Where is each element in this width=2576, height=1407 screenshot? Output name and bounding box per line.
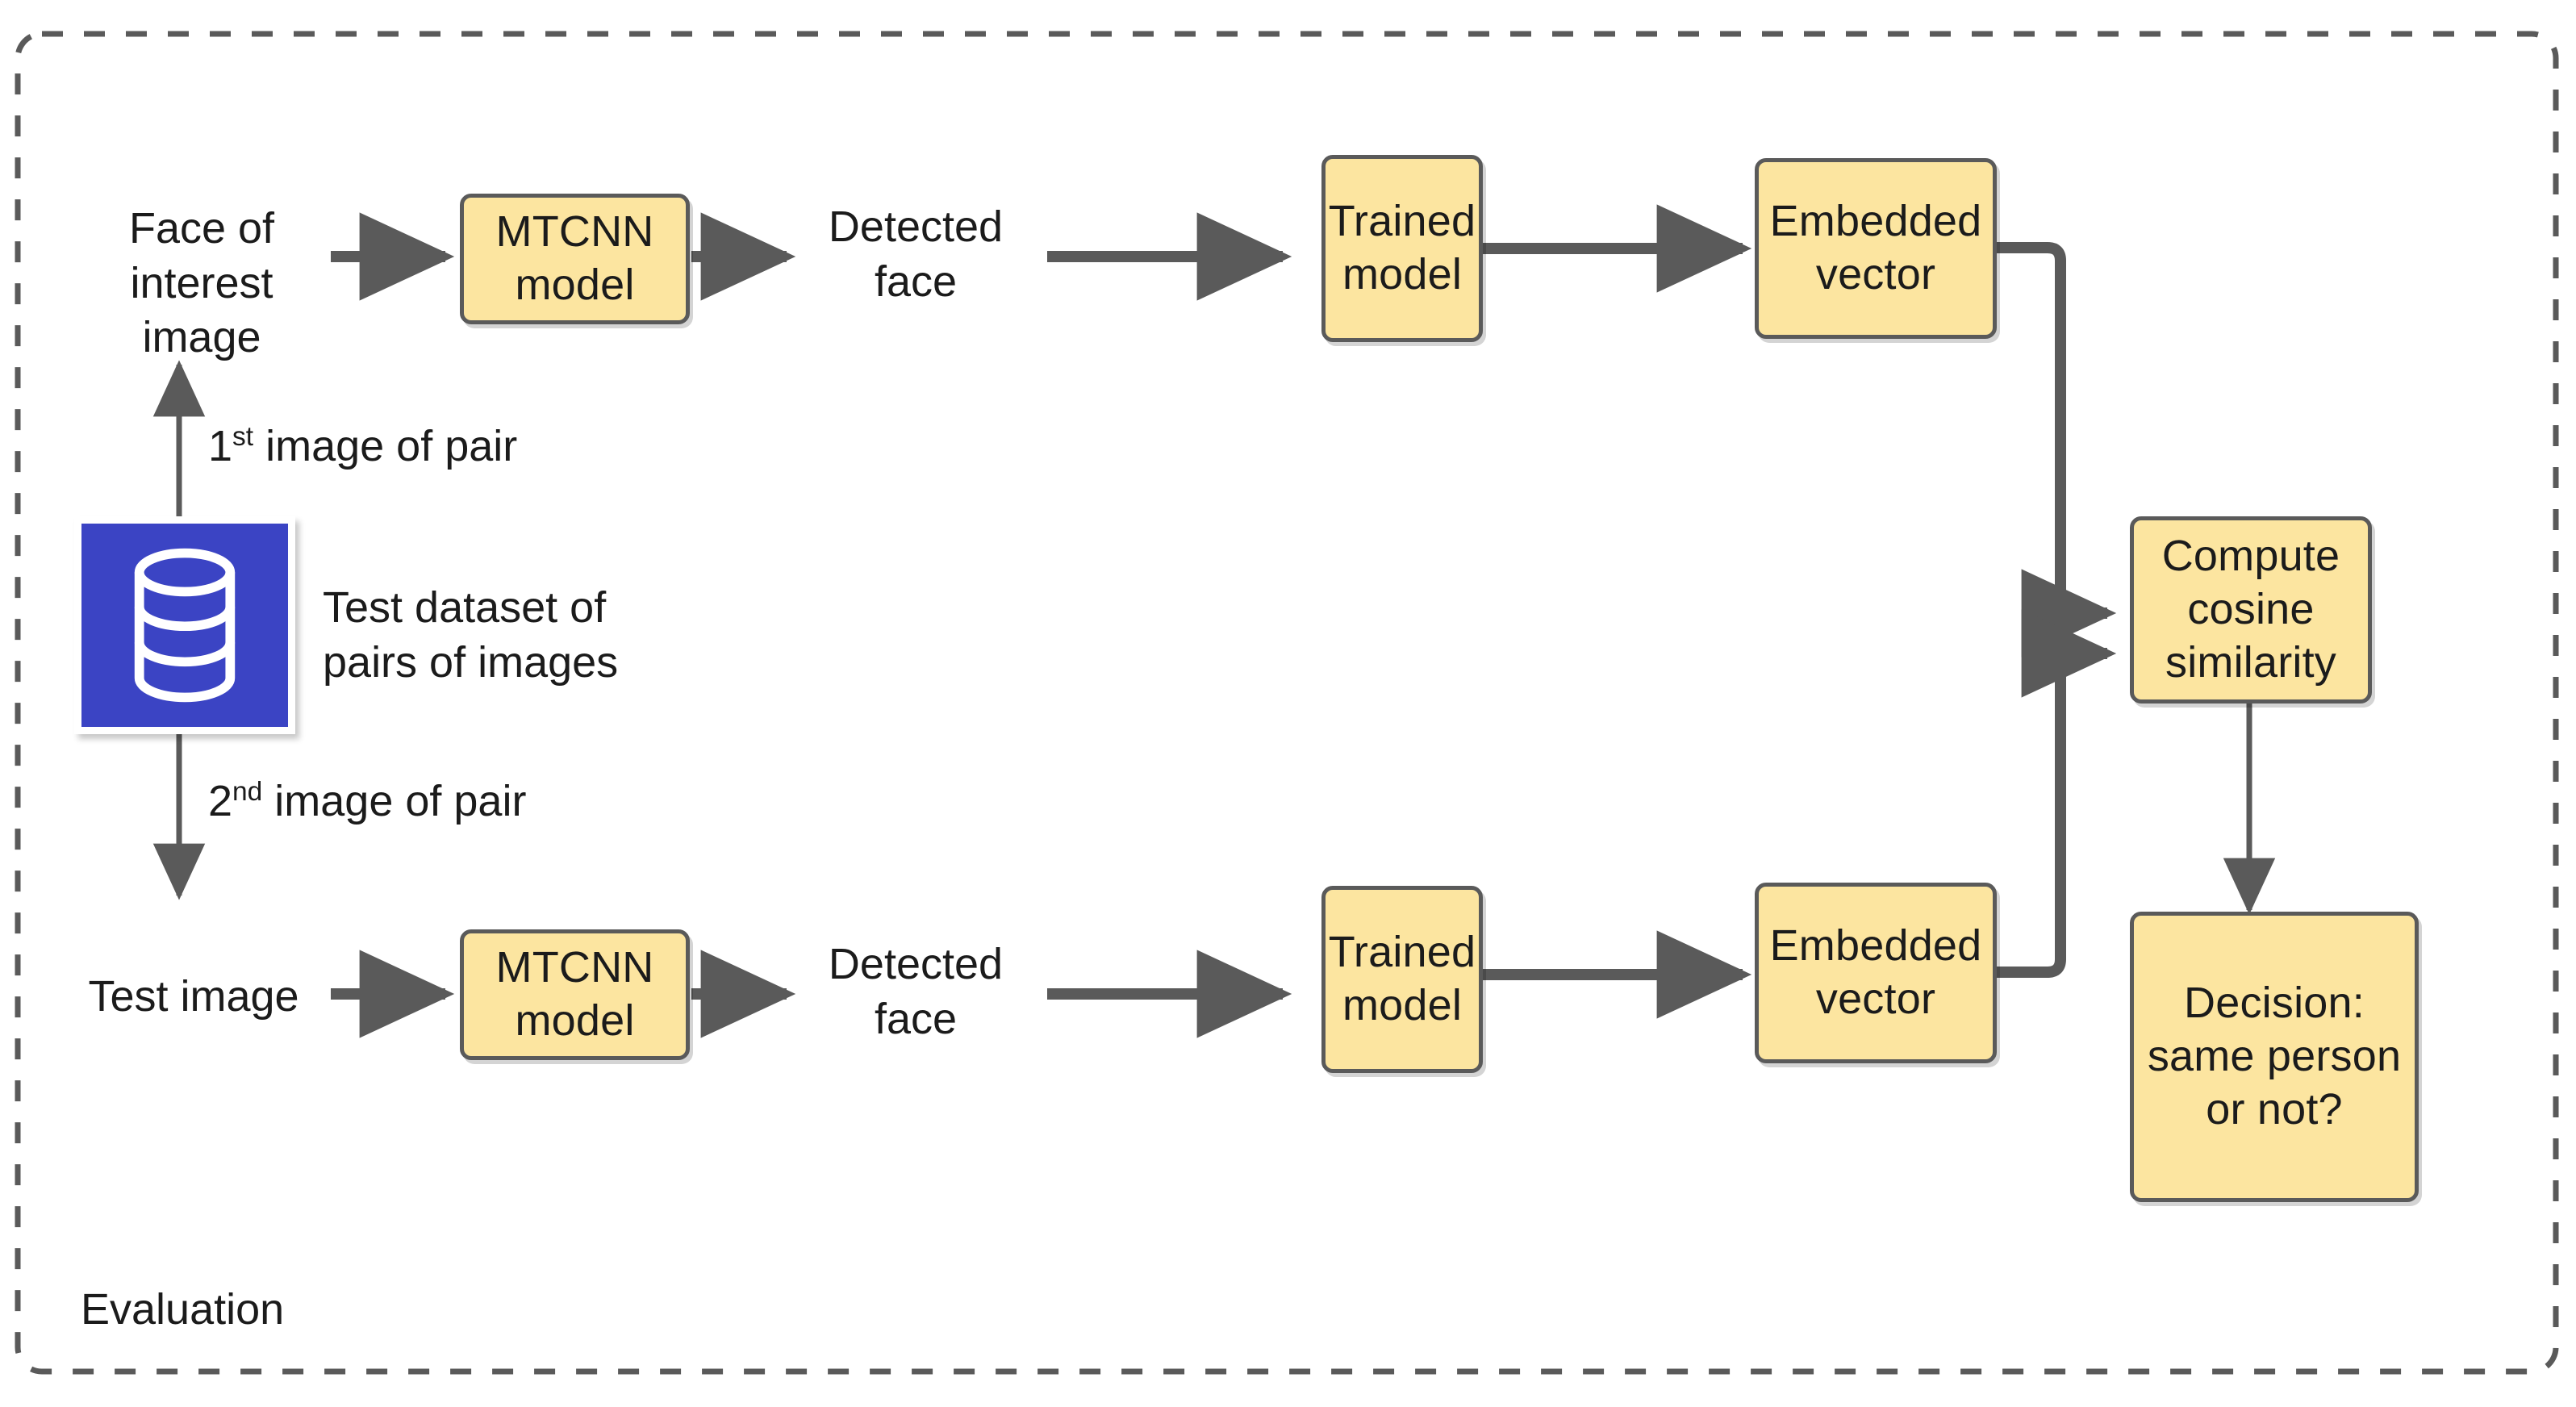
label-detected-face-top: Detected face [828,202,1004,306]
node-trained-model-bottom-label: Trained model [1328,928,1476,1029]
arrow-embedded-top-to-compute [1995,242,2117,658]
label-detected-face-bottom: Detected face [828,940,1004,1043]
node-trained-model-top-label: Trained model [1328,197,1476,299]
node-trained-model-bottom[interactable]: Trained model [1321,886,1483,1073]
node-compute-cosine-similarity[interactable]: Compute cosine similarity [2130,516,2372,704]
database-icon [74,516,295,734]
label-test-image: Test image [88,972,299,1021]
node-mtcnn-top-label: MTCNN model [495,207,654,309]
label-first-image-sup: st [232,422,254,452]
node-mtcnn-bottom-label: MTCNN model [495,943,654,1045]
node-embedded-vector-bottom-label: Embedded vector [1769,921,1982,1023]
node-decision[interactable]: Decision: same person or not? [2130,912,2419,1202]
label-second-image-prefix: 2 [208,777,233,825]
label-first-image-rest: image of pair [253,422,518,470]
label-second-image-of-pair: 2nd image of pair [208,774,612,829]
label-face-of-interest: Face of interest image [128,204,275,361]
evaluation-label: Evaluation [81,1285,285,1334]
label-second-image-rest: image of pair [262,777,527,825]
node-mtcnn-top[interactable]: MTCNN model [460,194,690,324]
node-embedded-vector-bottom[interactable]: Embedded vector [1755,883,1997,1063]
node-decision-label: Decision: same person or not? [2147,979,2402,1134]
label-test-dataset: Test dataset of pairs of images [323,583,619,687]
node-mtcnn-bottom[interactable]: MTCNN model [460,929,690,1060]
label-second-image-sup: nd [232,777,263,807]
node-compute-label: Compute cosine similarity [2161,532,2340,687]
label-first-image-of-pair: 1st image of pair [208,420,612,474]
node-embedded-vector-top[interactable]: Embedded vector [1755,158,1997,339]
label-first-image-prefix: 1 [208,422,233,470]
database-cylinder-glyph [134,548,236,703]
arrow-embedded-bottom-to-compute [1995,609,2117,978]
node-embedded-vector-top-label: Embedded vector [1769,197,1982,299]
node-trained-model-top[interactable]: Trained model [1321,155,1483,342]
